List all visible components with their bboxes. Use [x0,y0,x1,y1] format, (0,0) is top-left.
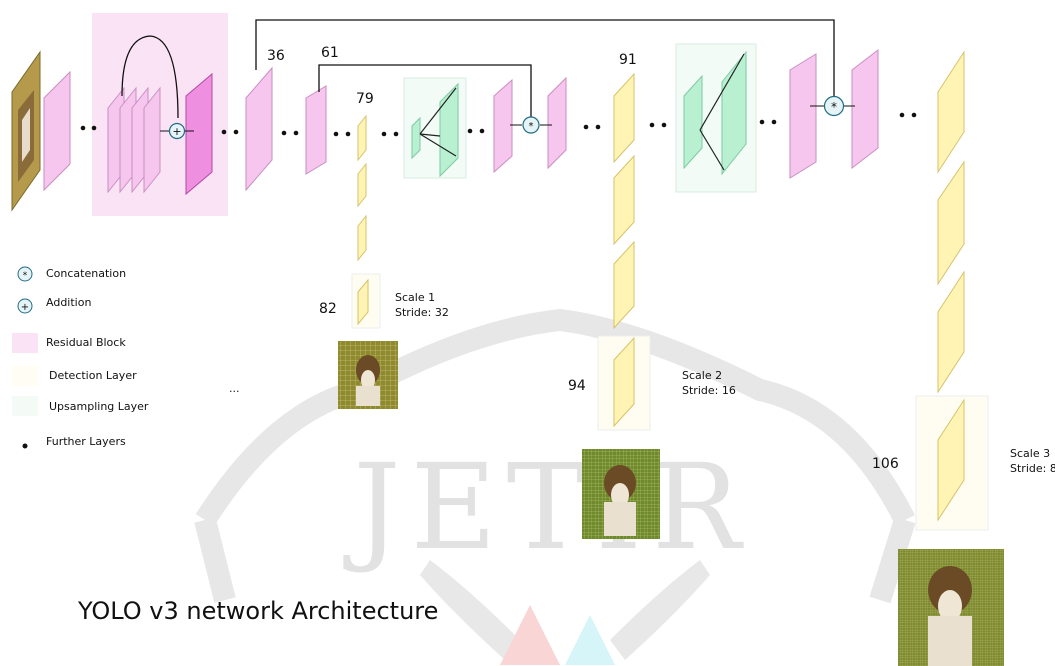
watermark-red-triangle [500,605,560,665]
concatenation-node-1 [522,116,540,134]
upsampling-block-1 [403,77,467,179]
scale-1-label: Scale 1 [395,291,435,304]
detection-conv-79 [357,114,367,162]
detection-conv [357,214,367,262]
figure-title: YOLO v3 network Architecture [77,597,438,625]
detection-conv-91 [613,72,635,164]
residual-skip-arc [121,35,179,119]
detection-branch-scale-1 [351,114,381,329]
watermark-shield-right [869,516,916,604]
output-image-scale-3 [898,549,1004,666]
detection-conv [937,50,965,174]
watermark-shield-outline [195,308,915,526]
watermark-leaf-right [610,560,710,660]
addition-node-symbol: + [172,125,181,138]
legend-upsampling-layer-label: Upsampling Layer [49,400,149,413]
legend-concatenation-icon [17,266,33,282]
detection-branch-scale-2 [597,72,651,431]
concatenation-node-2-symbol: * [831,100,837,114]
stride-3-label: Stride: 8 [1010,462,1055,475]
legend-upsampling-layer-swatch [12,396,38,416]
conv-layer [547,76,567,170]
conv-layer [851,48,879,170]
layer-number-36: 36 [267,48,285,64]
conv-layer [143,86,161,194]
legend-residual-block-label: Residual Block [46,336,126,349]
watermark-leaf-left [420,560,520,660]
legend-addition-icon-symbol: + [21,302,29,313]
legend-detection-layer-label: Detection Layer [49,369,137,382]
detection-conv [937,270,965,394]
detection-layer-94 [613,336,635,428]
detection-conv [357,162,367,208]
residual-output-layer [185,72,213,196]
legend-further-layers-icon [22,443,28,449]
watermark-shield-left [194,517,236,603]
legend-concatenation-label: Concatenation [46,267,126,280]
watermark-text: JETIR [343,438,751,576]
legend-addition-icon [17,298,33,314]
scale-3-label: Scale 3 [1010,447,1050,460]
conv-layer-61 [305,85,327,175]
input-image [11,50,41,212]
conv-layer [789,53,817,179]
detection-conv [937,160,965,286]
concatenation-node-1-symbol: * [529,121,534,132]
output-image-scale-2 [582,449,660,539]
legend-addition-label: Addition [46,296,91,309]
watermark-cyan-triangle [565,615,615,665]
legend-concatenation-icon-symbol: * [23,271,28,281]
output-image-scale-1 [338,341,398,409]
stride-2-label: Stride: 16 [682,384,736,397]
detection-branch-scale-3 [915,50,989,531]
conv-layer [43,70,71,192]
backbone-layers [43,48,879,196]
detection-layer-82 [357,278,369,326]
detection-layer-106 [937,398,965,522]
conv-layer [493,78,513,174]
conv-layer-36 [245,66,273,192]
layer-number-91: 91 [619,52,637,68]
further-layer-dots [80,112,917,137]
layer-number-79: 79 [356,91,374,107]
layer-number-106: 106 [872,456,899,472]
concat-route-36 [255,19,835,96]
upsampling-block-2 [675,43,757,193]
stride-1-label: Stride: 32 [395,306,449,319]
concatenation-node-2 [823,95,845,117]
layer-number-94: 94 [568,378,586,394]
concat-route-61 [318,64,532,118]
detection-conv [613,240,635,330]
legend-further-layers-label: Further Layers [46,435,126,448]
legend: * Concatenation + Addition Residual Bloc… [12,266,240,449]
layer-number-61: 61 [321,45,339,61]
addition-node [168,122,186,140]
watermark: JETIR [194,308,916,665]
scale-2-label: Scale 2 [682,369,722,382]
legend-detection-layer-swatch [12,366,38,386]
layer-number-82: 82 [319,301,337,317]
detection-conv [613,154,635,246]
legend-ellipsis: ... [229,382,240,395]
legend-residual-block-swatch [12,333,38,353]
